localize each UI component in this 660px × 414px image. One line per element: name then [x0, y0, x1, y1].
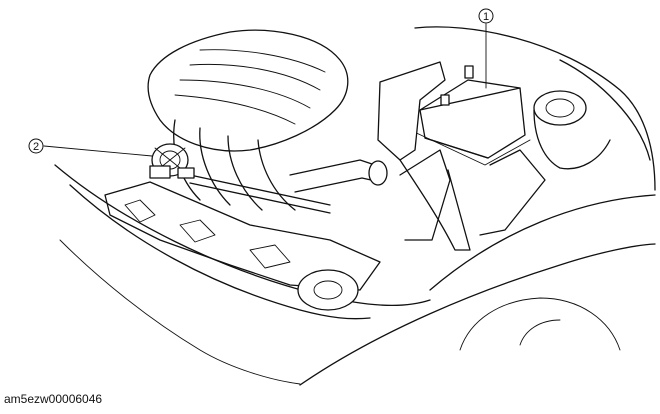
engine-cover-rib-4 [174, 94, 296, 125]
engine-rod-lower [189, 182, 331, 214]
battery-bracket-right [479, 149, 546, 236]
intake-tube-clamp [368, 160, 388, 186]
body-curve-bottom [299, 243, 656, 386]
radiator-support-detail-2 [179, 219, 216, 243]
radiator-support-detail-3 [249, 244, 291, 269]
callout-1-circle [478, 8, 494, 24]
lower-round-component [297, 269, 359, 311]
battery-bracket-left [399, 149, 451, 241]
wheel-arch [459, 297, 621, 351]
air-cleaner-duct [399, 159, 471, 251]
callout-2-circle [28, 138, 44, 154]
battery-top-edge [419, 79, 521, 111]
body-curve-lower [429, 194, 656, 291]
intake-tube-upper [289, 159, 376, 176]
engine-cover-rib-1 [199, 49, 326, 73]
callout-2-leader [43, 145, 153, 157]
battery-tray [409, 129, 531, 166]
battery-terminal-negative [440, 94, 450, 106]
sensor-component [149, 143, 195, 179]
intake-runner-3 [227, 135, 263, 211]
engine-cover [147, 29, 349, 152]
reservoir-cap [533, 90, 587, 126]
engine-rod [189, 174, 331, 206]
callout-2-label: 2 [33, 141, 39, 153]
radiator-support [104, 181, 381, 291]
battery-terminal-positive [464, 65, 474, 79]
battery-box [419, 87, 526, 159]
front-lower-line [69, 184, 371, 320]
figure-caption: am5ezw00006046 [4, 392, 103, 406]
fender-inner-line [559, 59, 651, 161]
intake-tube-lower [294, 177, 381, 193]
hood-left-edge [59, 239, 301, 385]
air-cleaner-housing [377, 61, 446, 161]
callout-1-label: 1 [483, 11, 489, 23]
engine-cover-rib-3 [179, 79, 311, 109]
lower-round-component-inner [313, 280, 343, 300]
fender-outline [414, 26, 656, 191]
engine-cover-rib-2 [189, 63, 321, 91]
radiator-support-detail-1 [124, 199, 156, 223]
engine-bay-drawing: 1 2 [28, 8, 656, 386]
front-bumper-line [54, 164, 431, 307]
intake-runner-2 [199, 127, 231, 206]
reservoir-cap-inner [545, 98, 575, 118]
reservoir-body [533, 109, 611, 170]
wheel-arch-inner [519, 319, 561, 346]
battery-front-edge [424, 137, 489, 159]
